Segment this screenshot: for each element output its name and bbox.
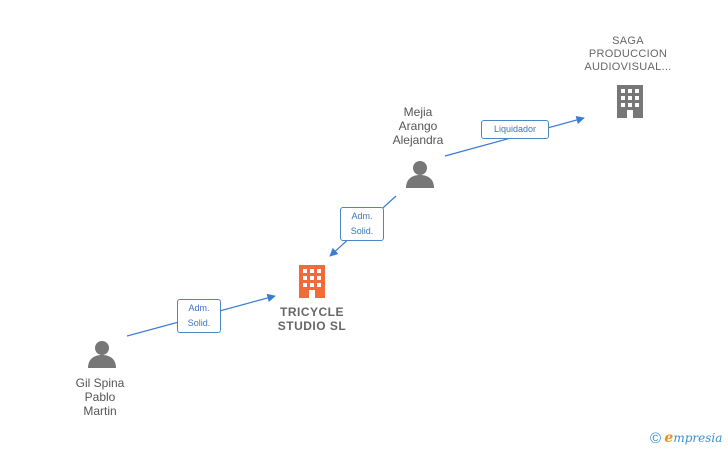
node-label-saga[interactable]: SAGA PRODUCCION AUDIOVISUAL... bbox=[584, 35, 672, 73]
brand-logo: © empresia bbox=[650, 430, 722, 447]
brand-e: e bbox=[664, 430, 674, 446]
building-icon[interactable] bbox=[299, 265, 325, 298]
edge-label-adm-solid[interactable]: Adm. Solid. bbox=[340, 207, 384, 241]
edge-label-adm-solid[interactable]: Adm. Solid. bbox=[177, 299, 221, 333]
person-icon[interactable] bbox=[406, 161, 434, 188]
edge-label-liquidador[interactable]: Liquidador bbox=[481, 120, 549, 139]
person-icon[interactable] bbox=[88, 341, 116, 368]
copyright-icon: © bbox=[650, 430, 662, 447]
brand-name: mpresia bbox=[673, 431, 723, 445]
node-label-mejia[interactable]: Mejia Arango Alejandra bbox=[392, 105, 444, 147]
building-icon[interactable] bbox=[617, 85, 643, 118]
node-label-tricycle[interactable]: TRICYCLE STUDIO SL bbox=[277, 305, 347, 333]
node-label-gil[interactable]: Gil Spina Pablo Martin bbox=[75, 376, 125, 418]
